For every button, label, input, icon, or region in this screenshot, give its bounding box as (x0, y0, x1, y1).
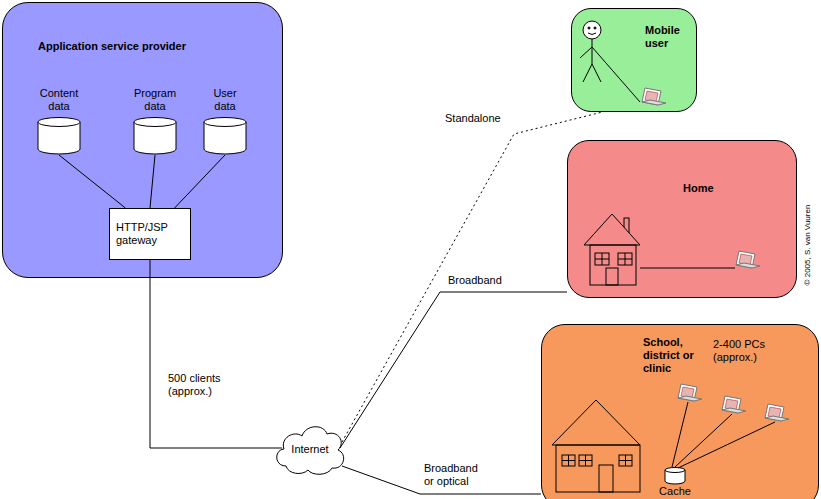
school-wall (556, 445, 640, 492)
node-label: Content data (34, 87, 84, 113)
connector-line (175, 155, 225, 208)
lan-line (675, 414, 732, 467)
connector-line (342, 466, 541, 494)
node-label: Program data (130, 87, 180, 113)
region-title: Application service provider (38, 40, 268, 53)
window-bar (585, 455, 586, 466)
window-bar (618, 259, 632, 260)
house-wall (590, 245, 636, 285)
laptop-icon (678, 384, 702, 401)
database-cylinder: User data (197, 87, 253, 155)
node-label: Cache (659, 485, 691, 497)
cylinder-top (38, 118, 80, 127)
node-label: HTTP/JSP gateway (116, 221, 184, 247)
window-bar (595, 259, 609, 260)
edge-label: Broadband (448, 274, 518, 287)
school-door (599, 465, 613, 492)
school-building (552, 400, 640, 492)
laptop-icon (765, 404, 789, 421)
window-bar (602, 253, 603, 265)
window-bar (568, 455, 569, 466)
node-label: Internet (291, 443, 328, 456)
cylinder-shape (37, 117, 81, 155)
edge-label-box: Standalone (445, 112, 515, 125)
school-region: School, district or clinic2-400 PCs (app… (541, 324, 819, 499)
window-bar (579, 460, 592, 461)
laptop-icon (642, 88, 666, 105)
cylinder-shape (133, 117, 177, 155)
home-link-line (640, 268, 735, 269)
school-window (619, 455, 632, 466)
dotted-connector (342, 112, 603, 442)
stick-leg (583, 64, 592, 82)
house-chimney (624, 218, 629, 234)
mobile-user-figure (580, 21, 640, 102)
lan-line (678, 422, 775, 468)
cloud-outline (277, 427, 344, 475)
home-house (584, 214, 640, 285)
lan-lines (672, 402, 775, 468)
stick-arm (580, 47, 592, 58)
stick-body (592, 39, 593, 64)
copyright-note: © 2005, S. van Vuuren (803, 190, 813, 300)
region-note: 2-400 PCs (approx.) (713, 338, 791, 364)
house-window (595, 253, 609, 265)
window-bar (625, 253, 626, 265)
connector-line (150, 260, 282, 448)
gateway-box: HTTP/JSP gateway (109, 208, 191, 260)
window-bar (619, 460, 632, 461)
lan-line (672, 402, 688, 467)
database-cylinder: Program data (127, 87, 183, 155)
cylinder-shape (664, 467, 686, 485)
edge-label: Standalone (445, 112, 515, 125)
house-window (618, 253, 632, 265)
edge-label-box: Broadband or optical (424, 462, 482, 488)
database-cylinder: Content data (31, 87, 87, 155)
edge-label-box: Broadband (448, 274, 518, 287)
region-title: Mobile user (645, 24, 691, 50)
school-window (562, 455, 575, 466)
region-title: Home (683, 182, 743, 195)
cache-cylinder: Cache (657, 467, 693, 497)
connector-line (59, 155, 125, 208)
laptop-icon (736, 251, 760, 268)
stick-smile (588, 33, 596, 35)
stick-arm (592, 47, 640, 102)
laptop-icon (722, 396, 746, 413)
region-title: School, district or clinic (643, 336, 707, 375)
provider-region: Application service providerContent data… (2, 2, 283, 278)
cylinder-shape (203, 117, 247, 155)
house-door (606, 268, 618, 285)
connector-line (340, 292, 567, 448)
home-region: Home (567, 140, 797, 298)
school-roof (552, 400, 640, 445)
stick-leg (592, 64, 601, 82)
stick-eye (588, 27, 590, 29)
edge-label: Broadband or optical (424, 462, 482, 488)
cylinder-top (665, 468, 685, 473)
edge-label-box: 500 clients (approx.) (168, 372, 232, 398)
window-bar (562, 460, 575, 461)
window-bar (625, 455, 626, 466)
internet-cloud: Internet (272, 418, 348, 478)
node-label: User data (202, 87, 248, 113)
edge-label: 500 clients (approx.) (168, 372, 232, 398)
stick-head (583, 21, 601, 39)
cylinder-top (204, 118, 246, 127)
house-roof (584, 214, 640, 245)
connector-line (150, 155, 155, 208)
note-box: © 2005, S. van Vuuren (803, 190, 813, 300)
mobile-region: Mobile user (571, 8, 697, 112)
cylinder-top (134, 118, 176, 127)
school-window (579, 455, 592, 466)
stick-eye (594, 27, 596, 29)
